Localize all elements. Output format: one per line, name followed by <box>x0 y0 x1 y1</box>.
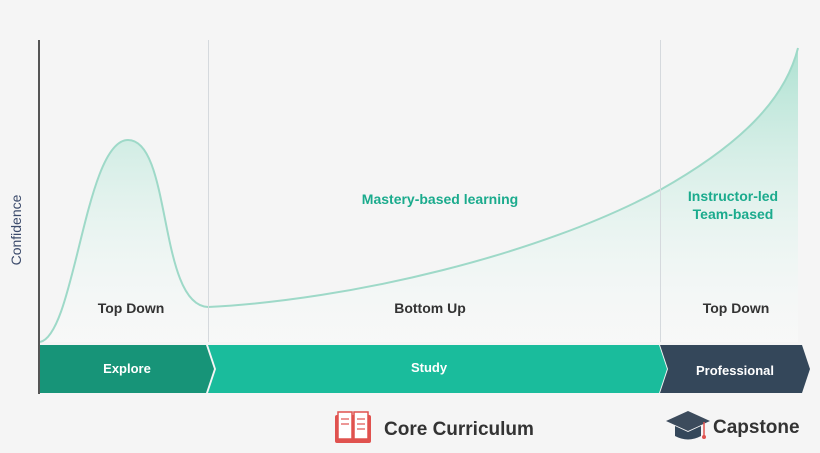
explore-banner-label: Explore <box>103 361 151 376</box>
capstone-label: Capstone <box>713 417 800 438</box>
confidence-area <box>40 48 798 342</box>
graduation-cap-icon <box>666 411 710 440</box>
study-note: Mastery-based learning <box>362 191 518 207</box>
study-banner-label: Study <box>411 360 448 375</box>
study-banner <box>208 345 667 393</box>
professional-note-line1: Instructor-led <box>688 188 778 204</box>
explore-banner <box>40 345 214 393</box>
professional-banner-label: Professional <box>696 363 774 378</box>
book-icon <box>335 411 371 443</box>
approach-label-professional: Top Down <box>703 300 770 316</box>
professional-note-line2: Team-based <box>693 206 774 222</box>
professional-banner <box>660 345 810 393</box>
confidence-curve <box>39 47 799 343</box>
core-curriculum-label: Core Curriculum <box>384 419 534 440</box>
y-axis-label: Confidence <box>8 194 24 265</box>
approach-label-study: Bottom Up <box>394 300 466 316</box>
approach-label-explore: Top Down <box>98 300 165 316</box>
